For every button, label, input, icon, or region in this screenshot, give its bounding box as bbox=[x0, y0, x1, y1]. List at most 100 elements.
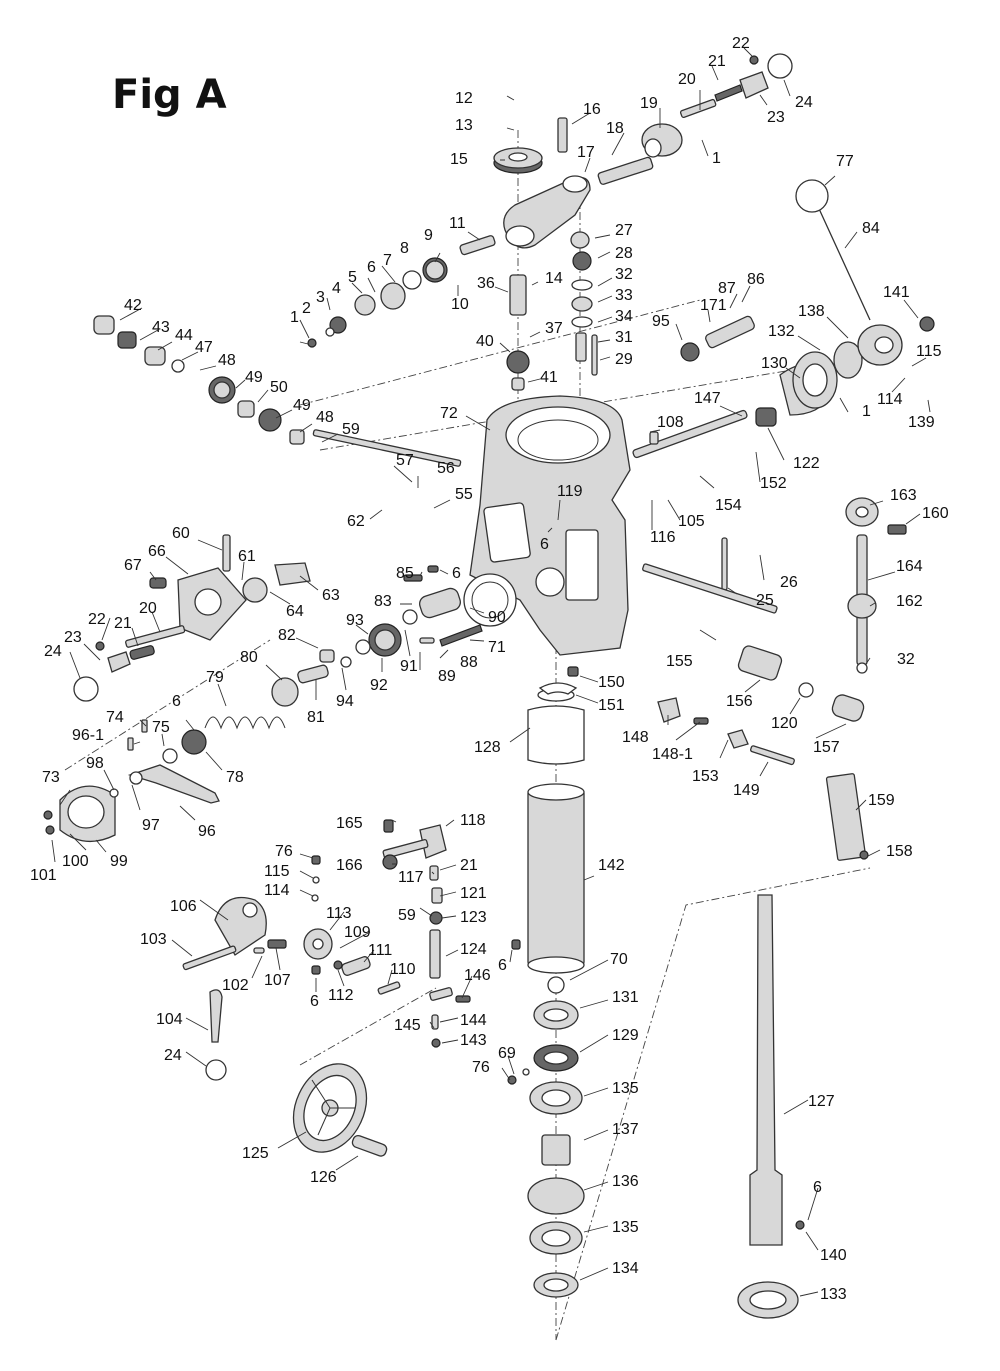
callout-110: 110 bbox=[390, 961, 416, 978]
callout-80: 80 bbox=[240, 649, 258, 666]
callout-57: 57 bbox=[396, 452, 414, 469]
callout-105: 105 bbox=[678, 513, 705, 530]
callout-14: 14 bbox=[545, 270, 563, 287]
callout-96-1: 96-1 bbox=[72, 727, 104, 744]
callout-15: 15 bbox=[450, 151, 468, 168]
callout-6: 6 bbox=[367, 259, 376, 276]
callout-25: 25 bbox=[756, 592, 774, 609]
callout-100: 100 bbox=[62, 853, 89, 870]
callout-94: 94 bbox=[336, 693, 354, 710]
left-shaft-gear-train bbox=[93, 235, 496, 467]
callout-33: 33 bbox=[615, 287, 633, 304]
callout-103: 103 bbox=[140, 931, 167, 948]
callout-113: 113 bbox=[326, 905, 352, 922]
callout-125: 125 bbox=[242, 1145, 269, 1162]
spindle-column-stack bbox=[506, 231, 598, 391]
callout-17: 17 bbox=[577, 144, 595, 161]
callout-26: 26 bbox=[780, 574, 798, 591]
callout-8: 8 bbox=[400, 240, 409, 257]
left-cover-assembly bbox=[73, 534, 311, 702]
callout-164: 164 bbox=[896, 558, 923, 575]
callout-144: 144 bbox=[460, 1012, 487, 1029]
head-casting bbox=[463, 395, 631, 656]
callout-70: 70 bbox=[610, 951, 628, 968]
callout-49b: 49 bbox=[293, 397, 311, 414]
callout-69: 69 bbox=[498, 1045, 516, 1062]
top-shaft-assembly bbox=[597, 53, 793, 185]
callout-84: 84 bbox=[862, 220, 880, 237]
callout-27: 27 bbox=[615, 222, 633, 239]
callout-81: 81 bbox=[307, 709, 325, 726]
callout-150: 150 bbox=[598, 674, 625, 691]
callout-155: 155 bbox=[666, 653, 693, 670]
callout-24b: 24 bbox=[44, 643, 62, 660]
callout-139: 139 bbox=[908, 414, 935, 431]
callout-93: 93 bbox=[346, 612, 364, 629]
callout-122: 122 bbox=[793, 455, 820, 472]
callout-109: 109 bbox=[344, 924, 371, 941]
callout-145: 145 bbox=[394, 1017, 421, 1034]
callout-165: 165 bbox=[336, 815, 363, 832]
callout-62: 62 bbox=[347, 513, 365, 530]
callout-22b: 22 bbox=[88, 611, 106, 628]
callout-156: 156 bbox=[726, 693, 753, 710]
callout-132: 132 bbox=[768, 323, 795, 340]
callout-114: 114 bbox=[877, 391, 903, 408]
callout-121: 121 bbox=[460, 885, 487, 902]
callout-66: 66 bbox=[148, 543, 166, 560]
callout-59: 59 bbox=[342, 421, 360, 438]
quill-spindle bbox=[527, 688, 805, 1319]
callout-157: 157 bbox=[813, 739, 840, 756]
callout-117: 117 bbox=[398, 869, 424, 886]
callout-129: 129 bbox=[612, 1027, 639, 1044]
callout-102: 102 bbox=[222, 977, 249, 994]
callout-116: 116 bbox=[650, 529, 676, 546]
callout-78: 78 bbox=[226, 769, 244, 786]
callout-10: 10 bbox=[451, 296, 469, 313]
callout-137: 137 bbox=[612, 1121, 639, 1138]
callout-67: 67 bbox=[124, 557, 142, 574]
callout-101: 101 bbox=[30, 867, 57, 884]
callout-148-1: 148-1 bbox=[652, 746, 693, 763]
callout-124: 124 bbox=[460, 941, 487, 958]
callout-32: 32 bbox=[615, 266, 633, 283]
callout-60: 60 bbox=[172, 525, 190, 542]
callout-31: 31 bbox=[615, 329, 633, 346]
callout-55: 55 bbox=[455, 486, 473, 503]
callout-138: 138 bbox=[798, 303, 825, 320]
callout-63: 63 bbox=[322, 587, 340, 604]
callout-24c: 24 bbox=[164, 1047, 182, 1064]
upper-bracket bbox=[493, 117, 591, 249]
callout-22: 22 bbox=[732, 35, 750, 52]
callout-160: 160 bbox=[922, 505, 949, 522]
figure-title: Fig A bbox=[112, 72, 227, 118]
callout-133: 133 bbox=[820, 1286, 847, 1303]
callout-142: 142 bbox=[598, 857, 625, 874]
callout-47: 47 bbox=[195, 339, 213, 356]
callout-91: 91 bbox=[400, 658, 418, 675]
callout-159: 159 bbox=[868, 792, 895, 809]
callout-1: 1 bbox=[712, 150, 721, 167]
callout-128: 128 bbox=[474, 739, 501, 756]
callout-20b: 20 bbox=[139, 600, 157, 617]
callout-21: 21 bbox=[708, 53, 726, 70]
callout-89: 89 bbox=[438, 668, 456, 685]
callout-111: 111 bbox=[368, 942, 392, 959]
callout-59b: 59 bbox=[398, 907, 416, 924]
callout-34: 34 bbox=[615, 308, 633, 325]
callout-127: 127 bbox=[808, 1093, 835, 1110]
callout-7: 7 bbox=[383, 252, 392, 269]
callout-6g: 6 bbox=[813, 1179, 822, 1196]
callout-140: 140 bbox=[820, 1247, 847, 1264]
callout-6f: 6 bbox=[498, 957, 507, 974]
callout-126: 126 bbox=[310, 1169, 337, 1186]
callout-72: 72 bbox=[440, 405, 458, 422]
callout-20: 20 bbox=[678, 71, 696, 88]
callout-92: 92 bbox=[370, 677, 388, 694]
clutch-hub-assembly bbox=[43, 719, 220, 842]
leader-lines bbox=[51, 47, 931, 1297]
callout-19: 19 bbox=[640, 95, 658, 112]
callout-1b: 1 bbox=[290, 309, 299, 326]
callout-106: 106 bbox=[170, 898, 197, 915]
